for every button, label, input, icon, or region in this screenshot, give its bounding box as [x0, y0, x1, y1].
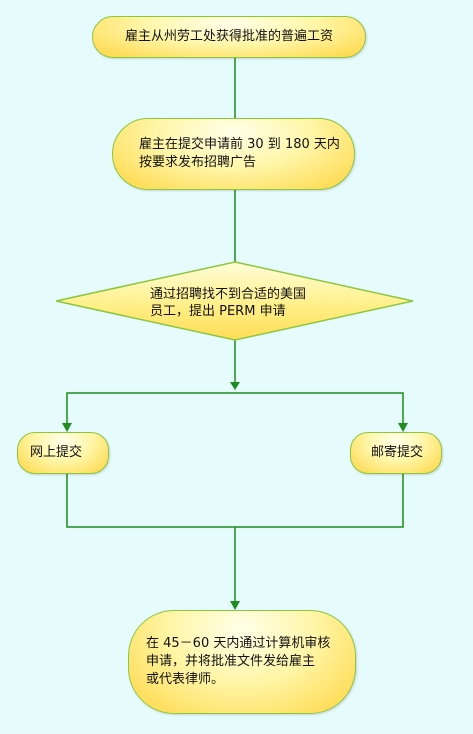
decision-perm-filing: 通过招聘找不到合适的美国 员工，提出 PERM 申请 — [150, 282, 325, 324]
arrowhead-split — [230, 382, 240, 390]
step-recruitment-ads-label: 雇主在提交申请前 30 到 180 天内 按要求发布招聘广告 — [139, 137, 340, 170]
arrowhead-online — [62, 423, 72, 432]
step-prevailing-wage: 雇主从州劳工处获得批准的普遍工资 — [92, 16, 366, 58]
step-mail-filing-label: 邮寄提交 — [371, 445, 424, 460]
decision-diamond — [55, 261, 414, 341]
step-final-review-label: 在 45－60 天内通过计算机审核 申请，并将批准文件发给雇主 或代表律师。 — [146, 636, 331, 687]
decision-perm-filing-label: 通过招聘找不到合适的美国 员工，提出 PERM 申请 — [150, 287, 307, 319]
step-online-filing: 网上提交 — [17, 432, 109, 474]
step-online-filing-label: 网上提交 — [30, 445, 83, 460]
connector-merge — [66, 474, 404, 528]
step-mail-filing: 邮寄提交 — [350, 432, 442, 474]
step-prevailing-wage-label: 雇主从州劳工处获得批准的普遍工资 — [124, 29, 333, 44]
step-recruitment-ads: 雇主在提交申请前 30 到 180 天内 按要求发布招聘广告 — [112, 118, 355, 190]
arrowhead-final — [230, 601, 240, 610]
connector-split-branches — [66, 392, 404, 424]
step-final-review: 在 45－60 天内通过计算机审核 申请，并将批准文件发给雇主 或代表律师。 — [128, 610, 356, 714]
arrowhead-mail — [398, 423, 408, 432]
